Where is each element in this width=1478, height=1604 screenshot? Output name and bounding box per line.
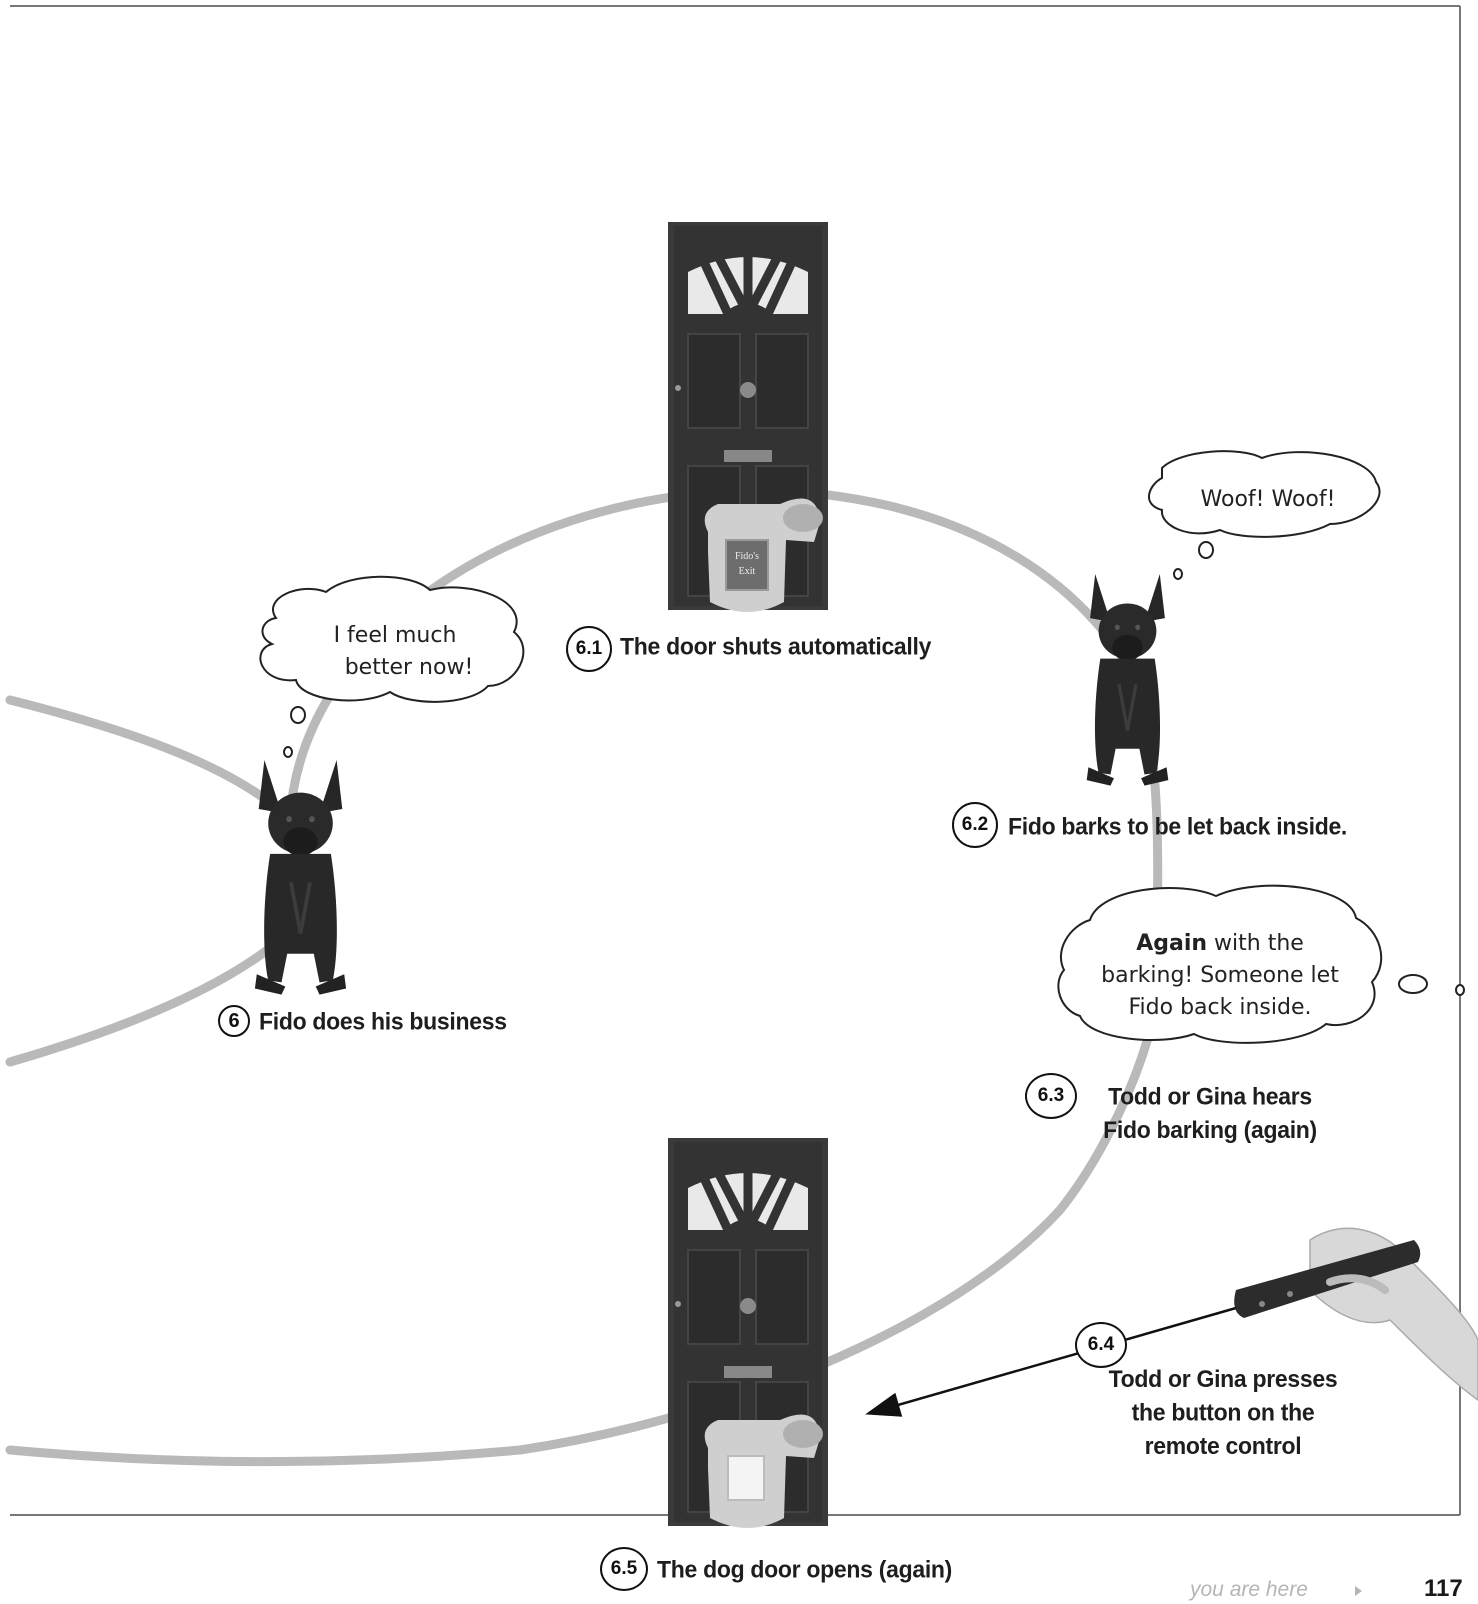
cycle-inner-arc	[5, 935, 285, 1067]
step-label-6-3-line1: Todd or Gina hears	[1108, 1082, 1312, 1110]
thought-owner-text: Again with the barking! Someone let Fido…	[1090, 928, 1350, 1024]
thought-relief-line1: I feel much	[333, 623, 457, 648]
cycle-ring	[5, 485, 1163, 1467]
door-sign-line2: Exit	[739, 566, 756, 577]
step-label-6-2: Fido barks to be let back inside.	[1008, 812, 1348, 840]
remote-control-icon	[1234, 1227, 1478, 1401]
thought-owner-line1-rest: with the	[1207, 931, 1304, 956]
step-label-6: Fido does his business	[259, 1007, 507, 1035]
thought-bubble-relief	[259, 575, 525, 703]
thought-bubble-icon	[259, 450, 1465, 1044]
step-badge-6-4: 6.4	[1075, 1322, 1127, 1368]
dog-door-flap-open	[704, 1414, 823, 1528]
you-are-here-label: you are here	[1190, 1578, 1308, 1601]
step-label-6-1: The door shuts automatically	[620, 632, 932, 660]
thought-bubble-woof	[1148, 450, 1381, 538]
thought-owner-line3: Fido back inside.	[1128, 995, 1312, 1020]
step-badge-6-1: 6.1	[566, 626, 612, 672]
step-badge-6-2: 6.2	[952, 802, 998, 848]
thought-woof-text: Woof! Woof!	[1200, 487, 1336, 512]
door-sign-line1: Fido's	[735, 551, 759, 562]
thought-bubble-owner	[1057, 884, 1383, 1044]
door-icon: Fido's Exit	[668, 222, 828, 612]
cycle-path	[5, 485, 1163, 1467]
step-label-6-5: The dog door opens (again)	[657, 1555, 953, 1583]
step-badge-6-5: 6.5	[600, 1547, 648, 1591]
step-label-6-3-line2: Fido barking (again)	[1103, 1116, 1317, 1144]
thought-relief-line2: better now!	[344, 655, 474, 680]
arrow-icon	[865, 1306, 1237, 1417]
step-label-6-4: Todd or Gina presses the button on the r…	[1098, 1362, 1348, 1463]
thought-owner-line1: Again with the	[1090, 928, 1350, 960]
step-label-6-4-line1: Todd or Gina presses	[1108, 1364, 1338, 1393]
page-number: 117	[1424, 1575, 1463, 1602]
dog-icon	[255, 760, 346, 995]
dog-door-flap-closed: Fido's Exit	[704, 498, 823, 612]
thought-owner-bold: Again	[1136, 931, 1208, 956]
step-label-6-4-line2: the button on the	[1131, 1398, 1315, 1426]
step-label-6-4-line3: remote control	[1144, 1431, 1302, 1460]
thought-owner-line2: barking! Someone let	[1101, 963, 1339, 988]
step-badge-6-3: 6.3	[1025, 1073, 1077, 1119]
you-are-here-arrow-icon	[1355, 1586, 1362, 1596]
step-badge-6: 6	[218, 1005, 250, 1037]
dog-icon	[1084, 572, 1171, 788]
door-icon	[668, 1138, 828, 1528]
step-label-6-3: Todd or Gina hears Fido barking (again)	[1090, 1079, 1330, 1146]
thought-relief-text: I feel much better now!	[300, 620, 490, 684]
